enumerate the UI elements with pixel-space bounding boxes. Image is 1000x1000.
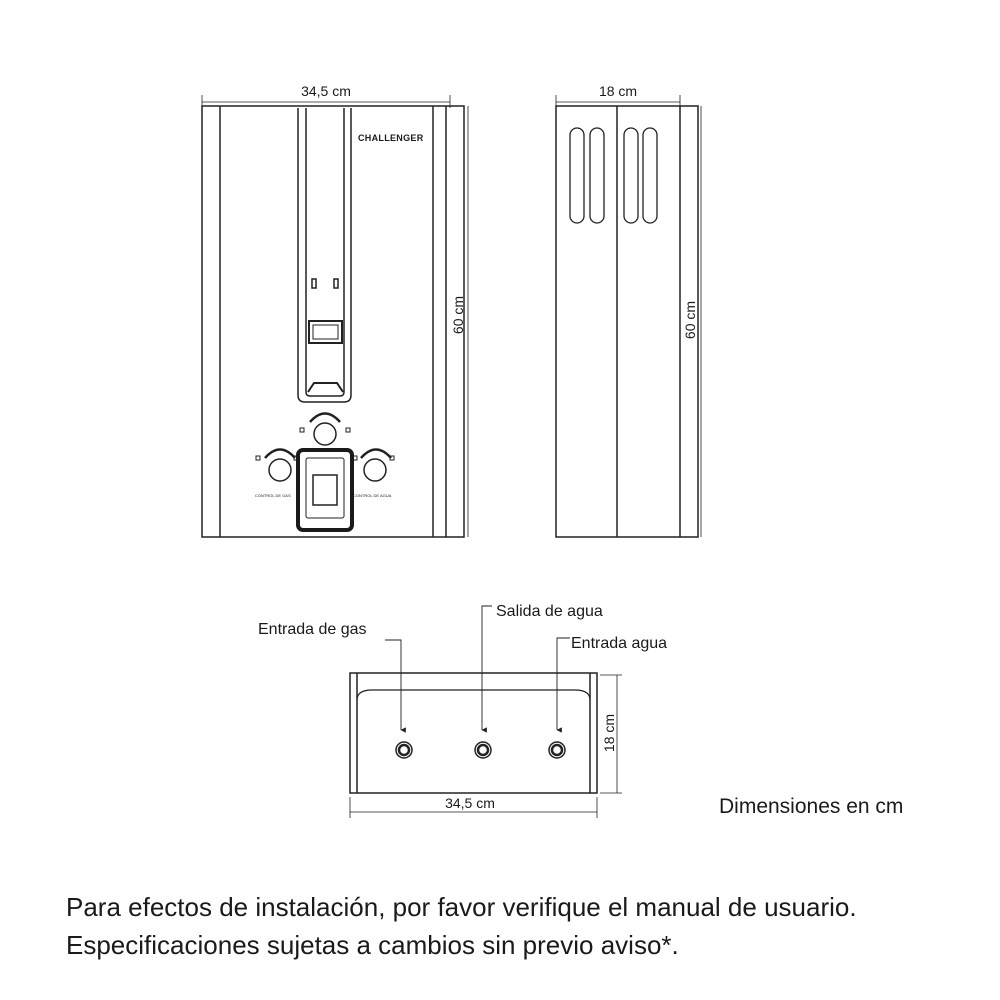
front-width-label: 34,5 cm [301, 83, 351, 99]
side-body-outline [555, 105, 699, 538]
footer-notes: Para efectos de instalación, por favor v… [66, 888, 857, 964]
indicator-light-left [311, 278, 317, 289]
front-height-label: 60 cm [450, 296, 466, 334]
units-note: Dimensiones en cm [719, 795, 904, 818]
indicator-light-right [333, 278, 339, 289]
water-inlet-connection [548, 741, 566, 759]
bottom-depth-dimension [600, 674, 622, 794]
front-panel-strip [297, 108, 352, 403]
gas-inlet-label: Entrada de gas [258, 621, 367, 638]
front-body-outline [201, 105, 465, 538]
gas-inlet-connection [395, 741, 413, 759]
bottom-view [349, 605, 622, 818]
temperature-knob [299, 412, 351, 446]
display-window [308, 320, 343, 344]
bottom-body-outline [349, 672, 598, 794]
water-control-knob [352, 448, 395, 482]
water-outlet-connection [474, 741, 492, 759]
panel-handle [307, 382, 344, 393]
footer-line-1: Para efectos de instalación, por favor v… [66, 892, 857, 922]
center-control-box [296, 448, 354, 532]
gas-control-knob [255, 448, 299, 482]
water-control-label: CONTROL DE AGUA [353, 493, 392, 498]
water-outlet-label: Salida de agua [496, 603, 603, 620]
front-view [201, 95, 469, 538]
water-inlet-label: Entrada agua [571, 635, 667, 652]
brand-logo: CHALLENGER [358, 133, 424, 143]
bottom-width-dimension [349, 797, 598, 818]
bottom-width-label: 34,5 cm [445, 795, 495, 811]
leader-lines [385, 605, 570, 733]
side-view [555, 95, 702, 538]
side-width-label: 18 cm [599, 83, 637, 99]
footer-line-2: Especificaciones sujetas a cambios sin p… [66, 930, 679, 960]
side-height-label: 60 cm [682, 301, 698, 339]
ventilation-slots [569, 127, 658, 224]
gas-control-label: CONTROL DE GAS [255, 493, 291, 498]
bottom-depth-label: 18 cm [601, 714, 617, 752]
